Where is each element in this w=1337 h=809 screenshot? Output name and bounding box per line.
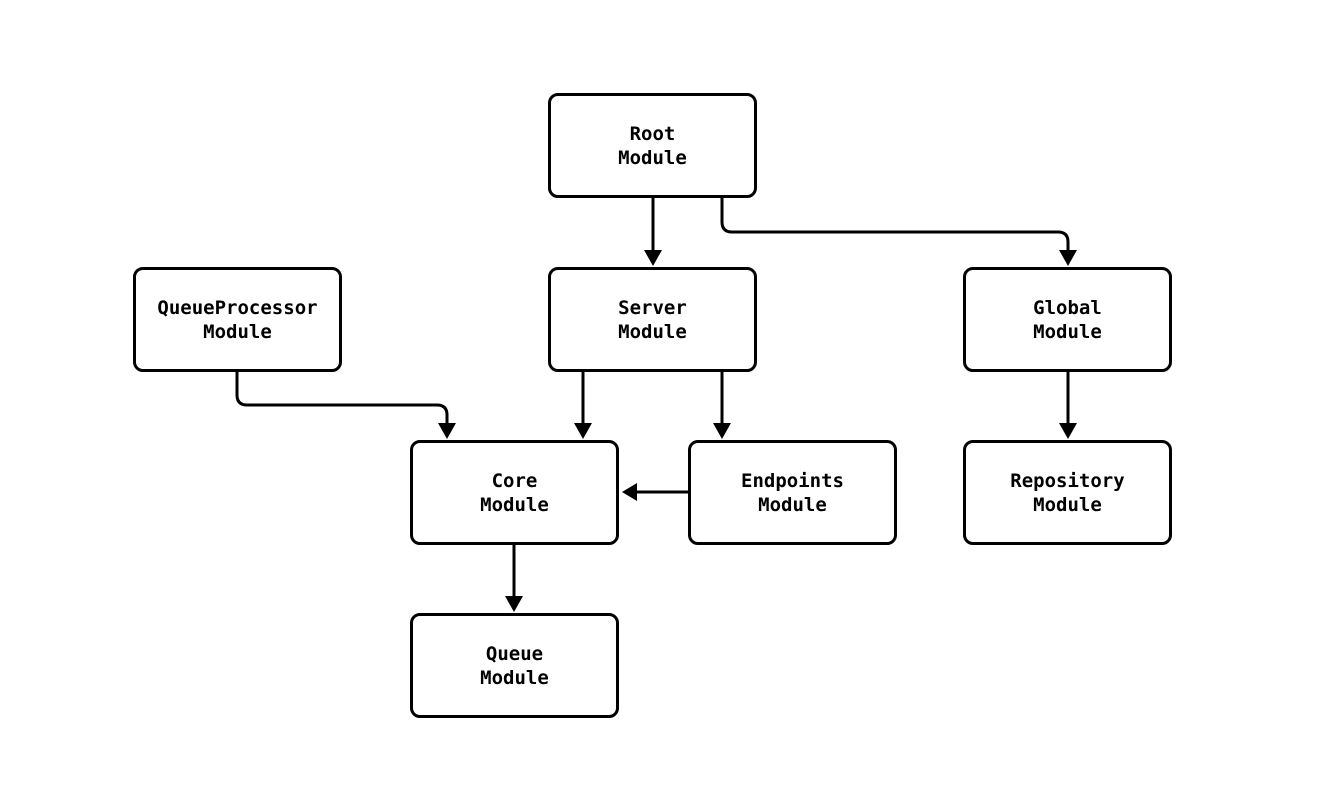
- node-label-line: Module: [480, 666, 549, 689]
- edge-global-to-repository: [1059, 372, 1077, 439]
- node-label-line: Module: [758, 493, 827, 516]
- node-label-line: Core: [491, 469, 538, 492]
- node-root-module: Root Module: [548, 93, 757, 198]
- node-label-line: Module: [618, 320, 687, 343]
- node-label-line: Module: [203, 320, 272, 343]
- node-label-line: Server: [618, 296, 687, 319]
- node-server-module: Server Module: [548, 267, 757, 372]
- edge-server-to-core: [574, 372, 592, 439]
- edge-core-to-queue: [505, 545, 523, 612]
- node-core-module: Core Module: [410, 440, 619, 545]
- edge-root-to-global: [720, 198, 1077, 266]
- node-label-line: QueueProcessor: [157, 296, 318, 319]
- edge-server-to-endpoints: [713, 372, 731, 439]
- edge-queueprocessor-to-core: [235, 372, 456, 439]
- node-label-line: Global: [1033, 296, 1102, 319]
- node-label-line: Module: [480, 493, 549, 516]
- node-label-line: Endpoints: [741, 469, 844, 492]
- node-label-line: Module: [1033, 493, 1102, 516]
- node-label-line: Queue: [485, 642, 544, 665]
- edge-endpoints-to-core: [622, 483, 688, 501]
- node-endpoints-module: Endpoints Module: [688, 440, 897, 545]
- node-label-line: Module: [1033, 320, 1102, 343]
- node-global-module: Global Module: [963, 267, 1172, 372]
- node-label-line: Root: [629, 122, 676, 145]
- node-label-line: Module: [618, 146, 687, 169]
- node-queueprocessor-module: QueueProcessor Module: [133, 267, 342, 372]
- node-repository-module: Repository Module: [963, 440, 1172, 545]
- edge-root-to-server: [644, 198, 662, 266]
- node-queue-module: Queue Module: [410, 613, 619, 718]
- node-label-line: Repository: [1010, 469, 1125, 492]
